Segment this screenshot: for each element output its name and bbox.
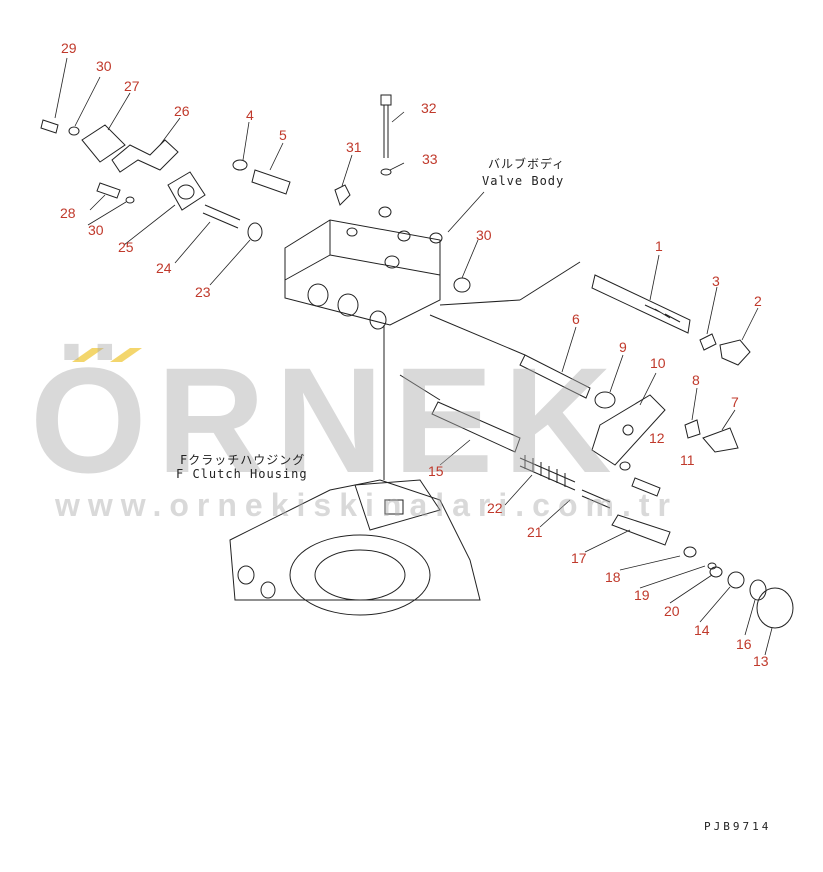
part-label: 25 <box>118 239 134 255</box>
part-label: 24 <box>156 260 172 276</box>
valve-body <box>284 206 443 330</box>
clip-2 <box>719 339 751 366</box>
clutch-housing <box>229 479 481 616</box>
part-label: 29 <box>61 40 77 56</box>
part-label: 12 <box>649 430 665 446</box>
part-label: 26 <box>174 103 190 119</box>
clip-7 <box>702 427 739 453</box>
part-label: 28 <box>60 205 76 221</box>
part-label: 11 <box>680 452 695 468</box>
part-label: 30 <box>88 222 104 238</box>
gasket-26 <box>111 139 179 173</box>
part-label: 3 <box>712 273 720 289</box>
plug-14 <box>727 571 745 589</box>
clutch-housing-jp-label: Fクラッチハウジング <box>180 453 306 467</box>
cover-25 <box>167 171 206 211</box>
snap-ring-16 <box>749 579 767 601</box>
washer-30-bottom <box>125 196 135 204</box>
part-label: 9 <box>619 339 627 355</box>
part-label: 1 <box>655 238 663 254</box>
ring-19 <box>707 562 717 570</box>
part-label: 18 <box>605 569 621 585</box>
part-label: 8 <box>692 372 700 388</box>
part-label: 17 <box>571 550 587 566</box>
spool-15 <box>431 401 521 453</box>
part-label: 20 <box>664 603 680 619</box>
watermark-brand: ÖRNEK <box>30 336 622 504</box>
drawing-code: PJB9714 <box>704 820 772 833</box>
bolt-33 <box>380 94 392 158</box>
washer-34 <box>380 168 392 176</box>
part-label: 31 <box>346 139 362 155</box>
nut-8 <box>684 419 701 439</box>
watermark-logo-accent <box>72 348 142 362</box>
spool-1 <box>439 261 691 334</box>
cover-27 <box>81 124 126 163</box>
part-label: 30 <box>96 58 112 74</box>
valve-body-en-label: Valve Body <box>482 174 565 188</box>
spring-22 <box>519 455 576 491</box>
part-label: 16 <box>736 636 752 652</box>
part-label: 27 <box>124 78 140 94</box>
spring-24 <box>202 204 241 229</box>
part-label: 14 <box>694 622 710 638</box>
part-label: 2 <box>754 293 762 309</box>
ring-4 <box>232 159 248 171</box>
part-label: 22 <box>487 500 503 516</box>
plug-31 <box>453 277 471 293</box>
part-label: 23 <box>195 284 211 300</box>
part-label: 30 <box>476 227 492 243</box>
part-label: 7 <box>731 394 739 410</box>
bolt-29 <box>40 119 59 134</box>
part-label: 6 <box>572 311 580 327</box>
part-label: 33 <box>422 151 438 167</box>
part-label: 32 <box>421 100 437 116</box>
part-label: 19 <box>634 587 650 603</box>
nut-3 <box>699 333 717 351</box>
collar-18 <box>683 546 697 558</box>
washer-30-top <box>68 126 80 136</box>
leader-lines <box>54 57 773 656</box>
part-label: 4 <box>246 107 254 123</box>
watermark-url: www.ornekiskinalari.com.tr <box>55 487 678 523</box>
spring-21 <box>581 489 611 509</box>
bolt-11 <box>631 477 661 497</box>
washer-12 <box>619 461 631 471</box>
piston-5 <box>251 169 291 195</box>
plug-32 <box>334 184 351 206</box>
bushing-9 <box>594 391 616 409</box>
spool-17 <box>611 514 671 546</box>
cover-plate-10 <box>591 394 666 466</box>
part-label: 10 <box>650 355 666 371</box>
part-label: 21 <box>527 524 543 540</box>
seal-23 <box>247 222 263 242</box>
part-label: 15 <box>428 463 444 479</box>
bolt-28 <box>96 182 121 199</box>
valve-body-jp-label: バルブボディ <box>488 157 566 171</box>
part-label: 5 <box>279 127 287 143</box>
clutch-housing-en-label: F Clutch Housing <box>176 467 308 481</box>
piston-6 <box>519 354 591 399</box>
part-label: 13 <box>753 653 769 669</box>
cap-13 <box>756 587 794 629</box>
bushing-20 <box>709 566 723 578</box>
